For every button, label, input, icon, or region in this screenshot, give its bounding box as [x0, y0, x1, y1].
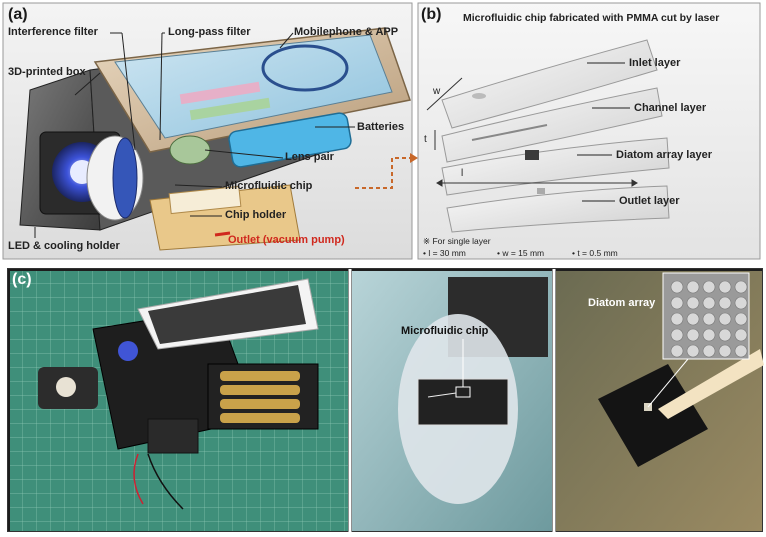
label-outlet: Outlet (vacuum pump) — [228, 234, 345, 246]
dimension-lines — [426, 77, 638, 187]
dim-l: l — [461, 168, 464, 179]
sheet-channel — [441, 87, 663, 163]
diatom-window — [525, 150, 539, 160]
label-outlet-layer: Outlet layer — [619, 195, 680, 207]
label-photo-diatom-array: Diatom array — [588, 297, 656, 309]
note-title: ※ For single layer — [423, 236, 491, 246]
panel-a: (a) Interference filter Long-pass filter… — [0, 0, 415, 262]
label-photo-microfluidic-chip: Microfluidic chip — [401, 325, 489, 337]
label-diatom-array-layer: Diatom array layer — [616, 149, 712, 161]
panel-c-illustration — [10, 269, 764, 533]
channel-line — [471, 124, 548, 141]
label-inlet-layer: Inlet layer — [629, 57, 681, 69]
outlet-arrow — [214, 231, 231, 237]
panel-c-label: (c) — [12, 271, 32, 288]
label-led-cooling-holder: LED & cooling holder — [8, 240, 120, 252]
photo-diatom-pointer — [647, 358, 689, 408]
photo-chip-holder — [147, 418, 199, 454]
microfluidic-chip-a — [168, 185, 242, 215]
sheet-diatom — [441, 137, 670, 196]
label-long-pass-filter: Long-pass filter — [168, 26, 251, 38]
photo-wire-black — [147, 453, 184, 510]
note-w: • w = 15 mm — [497, 248, 545, 258]
photo-phone-screen — [148, 285, 306, 344]
photo-tweezers — [658, 349, 764, 419]
photo-chip-channel — [427, 392, 457, 398]
photo-wire-red — [133, 453, 144, 505]
label-batteries: Batteries — [357, 121, 405, 133]
photo-batteries — [220, 371, 300, 423]
dim-w: w — [433, 86, 441, 97]
panel-b-title: Microfluidic chip fabricated with PMMA c… — [463, 12, 720, 24]
label-channel-layer: Channel layer — [634, 102, 707, 114]
panel-b-label: (b) — [421, 6, 442, 23]
photo-led-holder-lens — [56, 377, 76, 397]
outlet-hole — [537, 188, 545, 194]
label-chip-holder: Chip holder — [225, 209, 287, 221]
label-interference-filter: Interference filter — [8, 26, 98, 38]
panel-b: (b) Microfluidic chip fabricated with PM… — [417, 0, 763, 262]
filter-ring — [112, 137, 138, 219]
sheet-inlet — [441, 39, 658, 129]
app-bar-1 — [179, 81, 261, 105]
app-logo — [261, 44, 349, 92]
sheet-outlet — [446, 185, 670, 233]
panel-b-callouts — [577, 62, 630, 202]
inlet-hole — [472, 93, 486, 99]
diatom-grid — [670, 280, 748, 358]
callout-lines — [34, 32, 355, 238]
label-3d-printed-box: 3D-printed box — [8, 66, 86, 78]
photo-led — [118, 341, 138, 361]
panel-a-illustration — [2, 2, 413, 260]
note-l: • l = 30 mm — [423, 248, 466, 258]
dim-t: t — [424, 134, 427, 145]
photo-diatom-chip — [598, 364, 708, 467]
panel-b-illustration — [417, 2, 761, 260]
panel-c: (c) Microfluidic chip Diatom array — [7, 268, 764, 533]
app-bar-2 — [189, 97, 271, 121]
label-mobilephone-app: Mobilephone & APP — [294, 26, 399, 38]
note-t: • t = 0.5 mm — [572, 248, 618, 258]
label-microfluidic-chip: Microfluidic chip — [225, 180, 313, 192]
lens-pair — [169, 135, 211, 165]
panel-a-label: (a) — [8, 6, 28, 23]
label-lens-pair: Lens pair — [285, 151, 334, 163]
